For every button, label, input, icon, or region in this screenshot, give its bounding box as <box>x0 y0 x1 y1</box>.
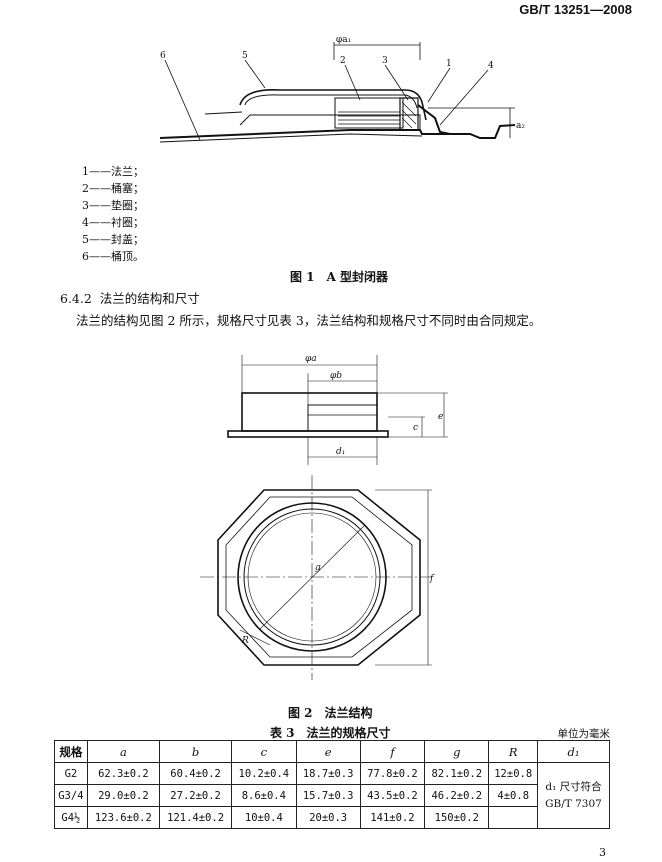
callout-4: 4 <box>488 61 494 71</box>
callout-1: 1 <box>446 59 452 69</box>
dim-a-label: φa <box>305 354 317 364</box>
cell-e: 18.7±0.3 <box>295 762 361 785</box>
cell-e: 20±0.3 <box>295 806 361 829</box>
section-heading: 6.4.2 法兰的结构和尺寸 <box>60 288 200 307</box>
header-d1: d₁ <box>536 740 611 763</box>
d1-note-line2: GB/T 7307 <box>545 797 602 810</box>
section-title: 法兰的结构和尺寸 <box>99 291 200 306</box>
legend-item: 6——桶顶。 <box>82 250 144 263</box>
flange-octagon-outline <box>217 489 421 666</box>
cell-r: 12±0.8 <box>488 762 538 785</box>
callout-2: 2 <box>340 56 346 66</box>
plug-shape <box>334 97 404 129</box>
header-b: b <box>158 740 233 763</box>
legend-item: 5——封盖； <box>82 233 144 246</box>
legend-item: 1——法兰； <box>82 165 144 178</box>
legend-item: 4——衬圈； <box>82 216 144 229</box>
cell-c: 10±0.4 <box>231 806 297 829</box>
callout-5: 5 <box>242 51 248 61</box>
cell-spec: G4½ <box>54 806 88 829</box>
table-row: G4½ 123.6±0.2 121.4±0.2 10±0.4 20±0.3 14… <box>54 806 610 829</box>
cell-r: 4±0.8 <box>488 784 538 807</box>
cell-a: 123.6±0.2 <box>86 806 160 829</box>
cell-g: 82.1±0.2 <box>424 762 490 785</box>
dim-f-label: f <box>429 574 435 584</box>
page-number: 3 <box>599 846 606 859</box>
figure1-drawing: φa₁ a₂ 1 2 3 4 5 6 <box>159 35 525 143</box>
cell-d1-note: d₁ 尺寸符合 GB/T 7307 <box>536 762 611 829</box>
header-e: e <box>295 740 361 763</box>
cell-f: 43.5±0.2 <box>359 784 426 807</box>
section-number: 6.4.2 <box>60 291 92 306</box>
dim-g-label: g <box>315 563 321 573</box>
cell-g: 46.2±0.2 <box>424 784 490 807</box>
cell-f: 77.8±0.2 <box>359 762 426 785</box>
dim-d1-label: d₁ <box>336 447 345 457</box>
figure1-caption: 图 1 A 型封闭器 <box>290 270 389 284</box>
figure2-drawing: φa φb c e d₁ f g R <box>200 354 448 680</box>
cell-e: 15.7±0.3 <box>295 784 361 807</box>
cell-c: 10.2±0.4 <box>231 762 297 785</box>
section-paragraph: 法兰的结构见图 2 所示，规格尺寸见表 3，法兰结构和规格尺寸不同时由合同规定。 <box>76 313 542 328</box>
cell-spec: G2 <box>54 762 88 785</box>
table-row: G3/4 29.0±0.2 27.2±0.2 8.6±0.4 15.7±0.3 … <box>54 784 610 807</box>
cell-spec: G3/4 <box>54 784 88 807</box>
cap-shape <box>239 88 427 121</box>
dim-r-label: R <box>241 636 249 646</box>
legend-item: 3——垫圈； <box>82 199 144 212</box>
cell-b: 60.4±0.2 <box>158 762 233 785</box>
header-r: R <box>488 740 538 763</box>
header-a: a <box>86 740 160 763</box>
cell-c: 8.6±0.4 <box>231 784 297 807</box>
drum-top-shape <box>159 124 516 139</box>
cell-r <box>488 806 538 829</box>
cell-a: 62.3±0.2 <box>86 762 160 785</box>
dim-a1-label: φa₁ <box>336 35 351 45</box>
dim-e-label: e <box>438 412 443 422</box>
header-c: c <box>231 740 297 763</box>
table3-spec-table: 规格 a b c e f g R d₁ G2 62.3±0.2 60.4±0.2… <box>54 740 611 829</box>
figure2-caption: 图 2 法兰结构 <box>288 706 373 720</box>
dim-a2-label: a₂ <box>516 121 525 131</box>
table3-unit: 单位为毫米 <box>557 728 611 740</box>
standard-number: GB/T 13251—2008 <box>519 2 632 17</box>
table3-caption: 表 3 法兰的规格尺寸 <box>270 726 391 740</box>
flange-base-plate <box>227 430 389 438</box>
header-spec: 规格 <box>54 740 88 763</box>
cell-g: 150±0.2 <box>424 806 490 829</box>
table-header-row: 规格 a b c e f g R d₁ <box>54 740 611 763</box>
cell-b: 27.2±0.2 <box>158 784 233 807</box>
cell-b: 121.4±0.2 <box>158 806 233 829</box>
callout-3: 3 <box>382 56 388 66</box>
dim-b-label: φb <box>330 371 342 381</box>
table-row: G2 62.3±0.2 60.4±0.2 10.2±0.4 18.7±0.3 7… <box>54 762 611 829</box>
cell-a: 29.0±0.2 <box>86 784 160 807</box>
flange-side-body <box>241 392 378 432</box>
cell-f: 141±0.2 <box>359 806 426 829</box>
figure1-legend: 1——法兰； 2——桶塞； 3——垫圈； 4——衬圈； 5——封盖； 6——桶顶… <box>82 163 144 265</box>
callout-6: 6 <box>160 51 166 61</box>
header-g: g <box>424 740 490 763</box>
d1-note-line1: d₁ 尺寸符合 <box>545 780 602 793</box>
dim-c-label: c <box>413 423 418 433</box>
legend-item: 2——桶塞； <box>82 182 144 195</box>
header-f: f <box>359 740 426 763</box>
